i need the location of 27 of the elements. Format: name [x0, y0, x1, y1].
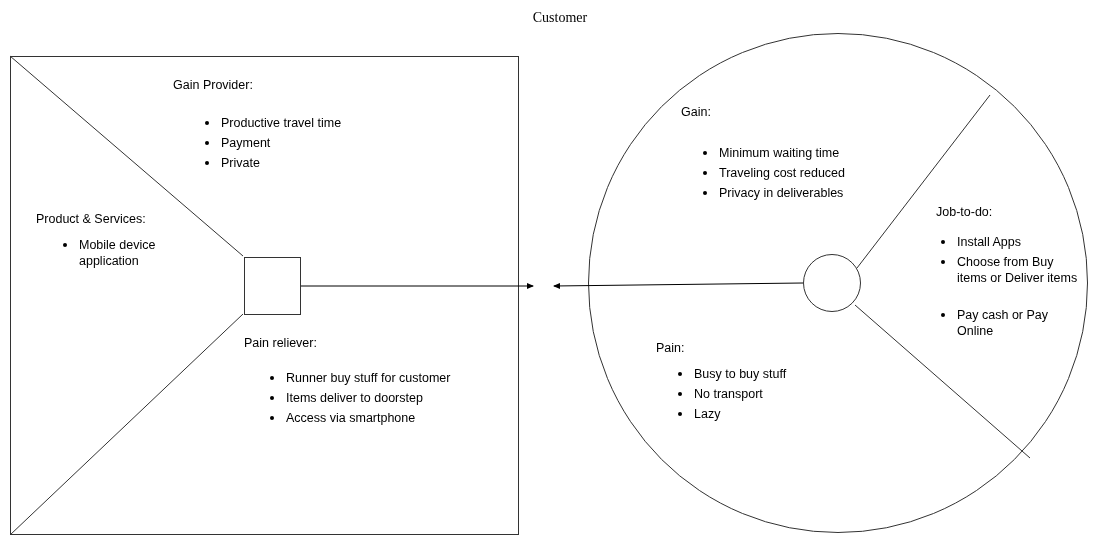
- arrow: [553, 282, 804, 289]
- list-item: Lazy: [674, 406, 721, 422]
- section-heading: Job-to-do:: [936, 204, 993, 220]
- section-heading: Gain:: [681, 104, 711, 120]
- section-heading: Product & Services:: [36, 211, 146, 227]
- section-heading: Pain:: [656, 340, 685, 356]
- list-item: Privacy in deliverables: [699, 185, 844, 201]
- arrow: [300, 283, 534, 289]
- product-square: [244, 257, 301, 315]
- title: Customer: [531, 10, 589, 26]
- list-item: Payment: [201, 135, 271, 151]
- list-item: No transport: [674, 386, 763, 402]
- list-item: Productive travel time: [201, 115, 342, 131]
- list-item: Minimum waiting time: [699, 145, 840, 161]
- list-item: Choose from Buy items or Deliver items: [937, 254, 1082, 286]
- list-item: Pay cash or Pay Online: [937, 307, 1067, 339]
- canvas-square: [10, 56, 519, 535]
- list-item: Traveling cost reduced: [699, 165, 845, 181]
- section-heading: Gain Provider:: [173, 77, 253, 93]
- section-heading: Pain reliever:: [244, 335, 317, 351]
- list-item: Access via smartphone: [266, 410, 416, 426]
- list-item: Busy to buy stuff: [674, 366, 787, 382]
- list-item: Mobile device application: [59, 237, 189, 269]
- list-item: Items deliver to doorstep: [266, 390, 423, 406]
- list-item: Install Apps: [937, 234, 1021, 250]
- list-item: Runner buy stuff for customer: [266, 370, 451, 386]
- list-item: Private: [201, 155, 260, 171]
